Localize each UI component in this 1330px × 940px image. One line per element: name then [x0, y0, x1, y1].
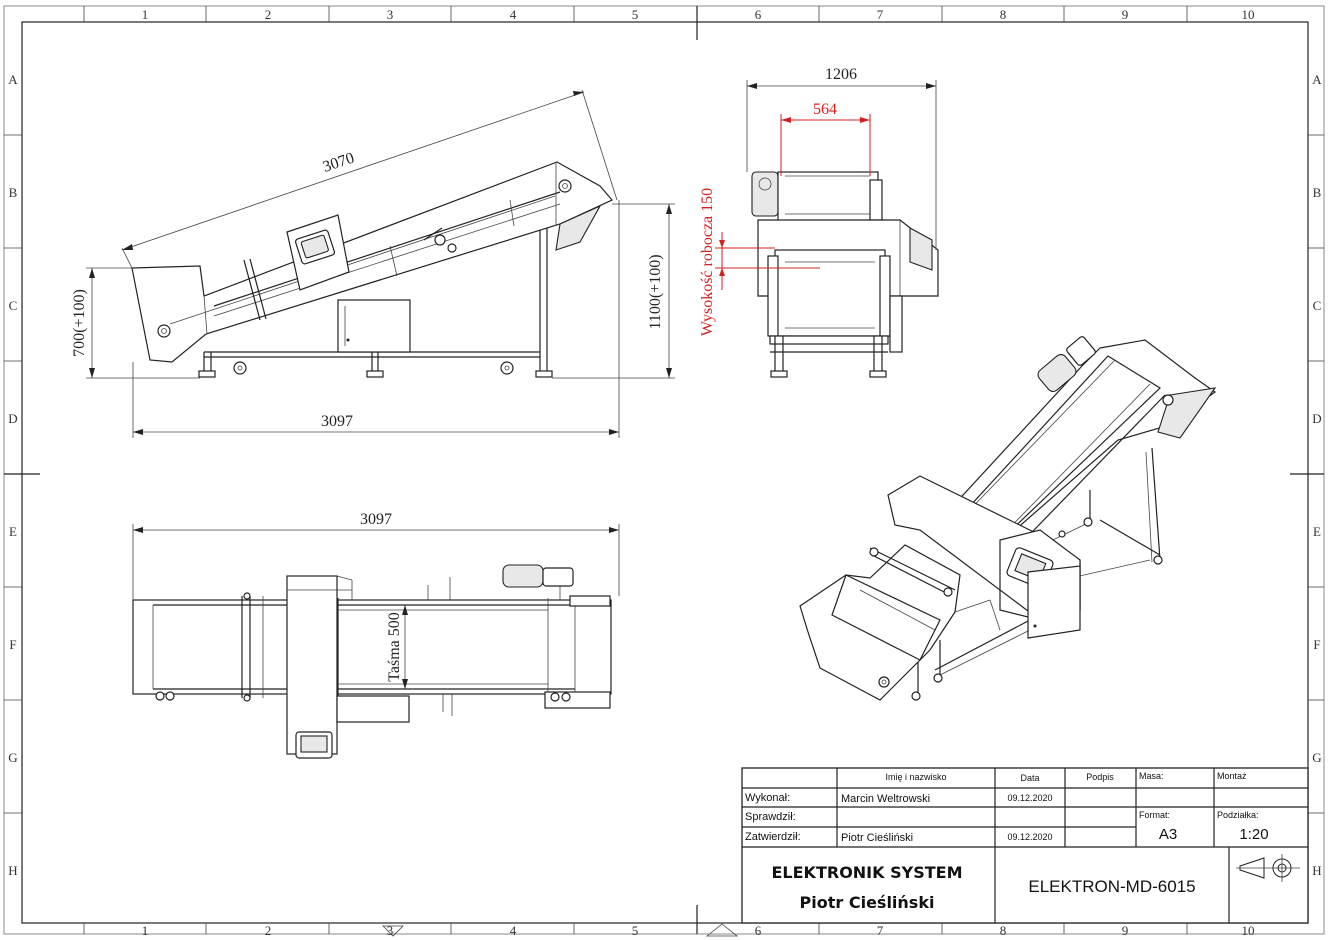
- tb-mass-label: Masa:: [1139, 771, 1164, 781]
- tb-drawing-number: ELEKTRON-MD-6015: [1028, 877, 1195, 896]
- front-view: 1206 564 Wysokość robocza 150: [699, 66, 939, 378]
- zone-col-8-bottom: 8: [1000, 923, 1007, 938]
- zone-col-2: 2: [265, 7, 272, 22]
- zone-row-c: C: [9, 298, 18, 313]
- zone-col-7-bottom: 7: [877, 923, 884, 938]
- zone-ticks: [4, 6, 1324, 934]
- zone-row-f-right: F: [1313, 637, 1320, 652]
- tb-company-line1: ELEKTRONIK SYSTEM: [772, 863, 963, 882]
- side-view: 3070 3097 700(+100) 1100(+100): [71, 89, 675, 438]
- tb-row-role: Wykonał:: [745, 792, 790, 804]
- zone-row-a: A: [8, 72, 18, 87]
- zone-row-h: H: [8, 863, 17, 878]
- side-view-frame: [198, 224, 553, 378]
- projection-symbol-icon: [1236, 854, 1300, 882]
- dim-front-width-total: 1206: [746, 66, 937, 250]
- zone-row-g-right: G: [1312, 750, 1321, 765]
- tb-format-value: A3: [1159, 826, 1177, 843]
- zone-row-h-right: H: [1312, 863, 1321, 878]
- tb-row-date: 09.12.2020: [1007, 832, 1052, 842]
- tb-row-role: Sprawdził:: [745, 811, 796, 823]
- zone-col-2-bottom: 2: [265, 923, 272, 938]
- dim-side-length-diag: 3070: [121, 89, 618, 269]
- tb-row-date: 09.12.2020: [1007, 793, 1052, 803]
- dim-side-height-right-label: 1100(+100): [647, 254, 664, 329]
- zone-rows-right: A B C D E F G H: [1312, 72, 1322, 878]
- zone-row-c-right: C: [1313, 298, 1322, 313]
- dim-side-height-left-label: 700(+100): [71, 289, 88, 357]
- top-view: Taśma 500 3097: [132, 511, 620, 759]
- dim-front-working-height-label: Wysokość robocza 150: [699, 188, 716, 336]
- dim-top-length: 3097: [132, 511, 620, 600]
- zone-col-1: 1: [142, 7, 149, 22]
- zone-row-d: D: [8, 411, 17, 426]
- zone-col-10-bottom: 10: [1242, 923, 1255, 938]
- iso-frame: [911, 447, 1163, 701]
- zone-columns-top: 1 2 3 4 5 6 7 8 9 10: [142, 7, 1255, 22]
- iso-detector: [887, 475, 1081, 639]
- zone-col-6-bottom: 6: [755, 923, 762, 938]
- zone-col-6: 6: [755, 7, 762, 22]
- side-view-conveyor: [131, 161, 613, 363]
- iso-infeed: [799, 394, 1174, 701]
- tb-format-label: Format:: [1139, 810, 1170, 820]
- title-block: Imię i nazwisko Data Podpis Masa: Montaż…: [741, 767, 1309, 924]
- zone-row-b: B: [9, 185, 18, 200]
- dim-top-belt: Taśma 500: [386, 605, 408, 689]
- isometric-view: [799, 336, 1217, 701]
- dim-side-length-base-label: 3097: [321, 413, 353, 430]
- zone-row-f: F: [9, 637, 16, 652]
- sheet-frame: [3, 5, 1325, 937]
- zone-col-4: 4: [510, 7, 517, 22]
- tb-col-name-header: Imię i nazwisko: [885, 772, 946, 782]
- zone-row-b-right: B: [1313, 185, 1322, 200]
- zone-col-3-bottom: 3: [387, 923, 394, 938]
- zone-col-9: 9: [1122, 7, 1129, 22]
- zone-col-4-bottom: 4: [510, 923, 517, 938]
- iso-conveyor: [939, 336, 1217, 566]
- zone-col-5-bottom: 5: [632, 923, 639, 938]
- dim-front-width-total-label: 1206: [825, 66, 857, 83]
- zone-col-10: 10: [1242, 7, 1255, 22]
- tb-scale-value: 1:20: [1239, 826, 1268, 843]
- zone-row-d-right: D: [1312, 411, 1321, 426]
- dim-front-width-inner: 564: [780, 101, 871, 176]
- zone-row-a-right: A: [1312, 72, 1322, 87]
- tb-scale-label: Podziałka:: [1217, 810, 1259, 820]
- dim-side-height-right: 1100(+100): [552, 203, 675, 379]
- dim-top-length-label: 3097: [360, 511, 392, 528]
- zone-col-8: 8: [1000, 7, 1007, 22]
- tb-company-line2: Piotr Cieśliński: [800, 893, 935, 912]
- dim-front-working-height: Wysokość robocza 150: [699, 188, 820, 336]
- zone-columns-bottom: 1 2 3 4 5 6 7 8 9 10: [142, 923, 1255, 938]
- zone-row-e: E: [9, 524, 17, 539]
- zone-rows-left: A B C D E F G H: [8, 72, 18, 878]
- tb-row-role: Zatwierdził:: [745, 831, 801, 843]
- zone-col-9-bottom: 9: [1122, 923, 1129, 938]
- dim-top-belt-label: Taśma 500: [386, 612, 403, 682]
- tb-col-date-header: Data: [1020, 773, 1039, 783]
- tb-row-name: Piotr Cieśliński: [841, 832, 913, 844]
- zone-col-5: 5: [632, 7, 639, 22]
- zone-row-g: G: [8, 750, 17, 765]
- dim-side-length-base: 3097: [132, 200, 620, 438]
- zone-col-1-bottom: 1: [142, 923, 149, 938]
- zone-row-e-right: E: [1313, 524, 1321, 539]
- tb-assembly-label: Montaż: [1217, 771, 1247, 781]
- tb-col-sign-header: Podpis: [1086, 772, 1114, 782]
- zone-col-7: 7: [877, 7, 884, 22]
- dim-side-height-left: 700(+100): [71, 267, 200, 379]
- dim-front-width-inner-label: 564: [813, 101, 837, 118]
- zone-col-3: 3: [387, 7, 394, 22]
- tb-row-name: Marcin Weltrowski: [841, 793, 930, 805]
